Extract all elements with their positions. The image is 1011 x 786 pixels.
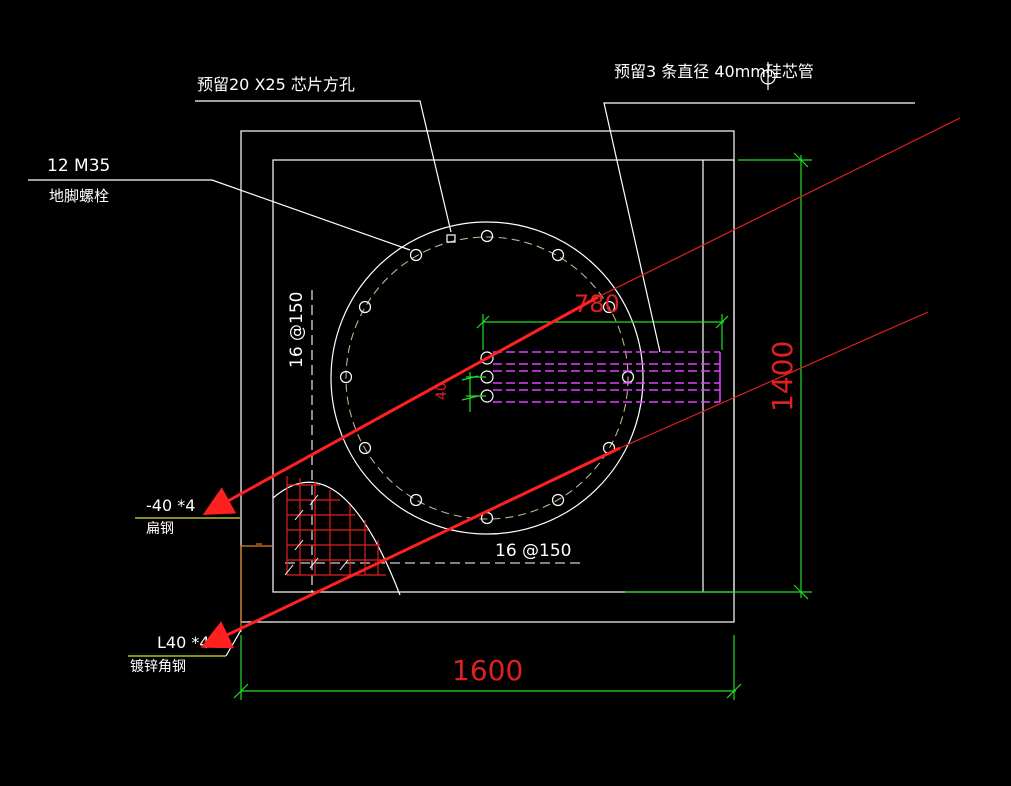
rebar-vertical-label: 16 @150: [287, 292, 307, 368]
angle-steel-bracket: [240, 545, 273, 632]
bolt-hole: [339, 370, 353, 384]
chip-square-hole: [446, 234, 456, 243]
bolt-hole: [551, 248, 565, 262]
leader-conduit: [603, 102, 915, 353]
red-arrow-angle-steel: [200, 446, 621, 649]
dimension-conduit-length-label: 780: [574, 290, 620, 318]
label-angle-steel-spec: L40 *4: [157, 633, 210, 652]
label-bolt-spec: 12 M35: [47, 156, 110, 176]
dimension-40: [461, 372, 486, 412]
dimension-780: [476, 314, 729, 350]
bolt-hole: [480, 229, 494, 243]
dimension-1600: [233, 635, 742, 700]
red-arrow-flat-steel: [202, 295, 599, 515]
label-bolt-name: 地脚螺栓: [49, 187, 109, 205]
anchor-bolt-holes: [339, 229, 635, 525]
foundation-inner-outline: [272, 159, 735, 593]
bolt-hole: [409, 493, 423, 507]
label-angle-steel-name: 镀锌角钢: [130, 658, 186, 675]
bolt-pitch-circle: [345, 236, 629, 520]
bolt-hole: [602, 300, 616, 314]
bolt-hole: [358, 300, 372, 314]
base-circle: [330, 221, 644, 535]
label-flat-steel-name: 扁钢: [146, 521, 174, 537]
red-arrow-angle-steel-thin: [619, 311, 929, 449]
bolt-hole: [551, 493, 565, 507]
dimension-width-label: 1600: [452, 654, 523, 687]
conduit-group: [480, 351, 721, 403]
red-arrow-flat-steel-thin: [597, 117, 961, 298]
leader-anchor-bolt: [28, 179, 411, 251]
label-chip-hole: 预留20 X25 芯片方孔: [197, 75, 355, 94]
dimension-1400: [625, 152, 812, 600]
label-conduit: 预留3 条直径 40mm硅芯管: [614, 62, 814, 81]
bolt-hole: [409, 248, 423, 262]
diameter-symbol-icon: [760, 62, 776, 90]
rebar-detail: [272, 476, 401, 596]
conduit-hole: [480, 351, 494, 365]
rebar-horizontal-label: 16 @150: [495, 541, 571, 561]
label-flat-steel-spec: -40 *4: [146, 496, 195, 515]
leader-chip-hole: [195, 100, 452, 233]
bolt-hole: [358, 441, 372, 455]
